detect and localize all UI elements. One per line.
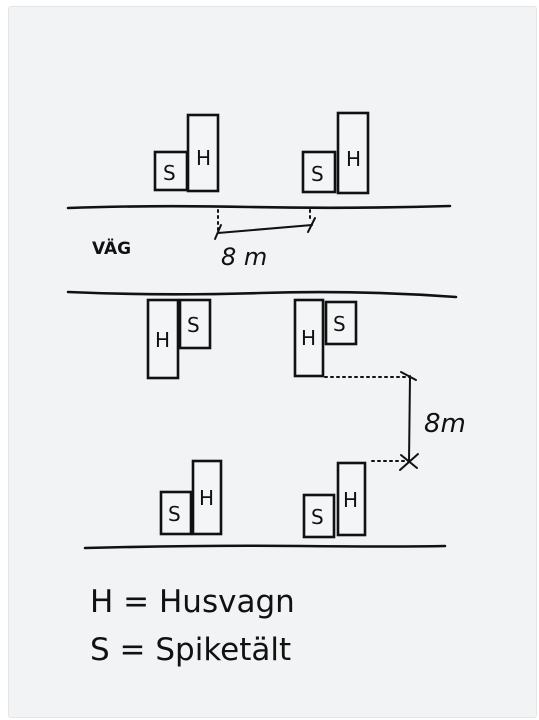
caravan-letter: H bbox=[196, 146, 211, 170]
unit-middle-right: H S bbox=[293, 298, 358, 378]
unit-top-right: S H bbox=[301, 111, 370, 195]
caravan-box bbox=[186, 113, 220, 193]
unit-middle-left: H S bbox=[146, 298, 212, 380]
tent-box bbox=[153, 150, 189, 192]
tent-box bbox=[178, 298, 212, 350]
caravan-letter: H bbox=[199, 486, 214, 510]
road-edge-top bbox=[66, 204, 452, 210]
tent-letter: S bbox=[333, 312, 346, 336]
unit-top-left: S H bbox=[153, 113, 220, 193]
caravan-box bbox=[336, 461, 367, 537]
paper-sheet bbox=[8, 6, 537, 718]
tent-box bbox=[159, 490, 193, 536]
caravan-box bbox=[191, 459, 223, 536]
unit-bottom-right: S H bbox=[302, 461, 367, 539]
caravan-box bbox=[293, 298, 325, 378]
distance-vertical-marker bbox=[324, 371, 419, 471]
road-label: VÄG bbox=[92, 237, 131, 259]
tent-box bbox=[301, 150, 337, 194]
tent-letter: S bbox=[187, 313, 200, 337]
caravan-box bbox=[146, 298, 180, 380]
distance-horizontal-label: 8 m bbox=[221, 243, 267, 271]
distance-horizontal-marker bbox=[214, 209, 316, 240]
tent-letter: S bbox=[311, 505, 324, 529]
caravan-letter: H bbox=[155, 328, 170, 352]
tent-letter: S bbox=[163, 161, 176, 185]
caravan-letter: H bbox=[301, 326, 316, 350]
distance-vertical-label: 8m bbox=[424, 409, 466, 439]
tent-box bbox=[324, 300, 358, 346]
tent-letter: S bbox=[168, 502, 181, 526]
tent-box bbox=[302, 493, 336, 539]
road-edge-lower bbox=[83, 544, 447, 550]
unit-bottom-left: S H bbox=[159, 459, 223, 536]
road-edge-bottom bbox=[66, 290, 458, 299]
legend-husvagn: H = Husvagn bbox=[90, 584, 295, 620]
caravan-letter: H bbox=[346, 147, 361, 171]
caravan-letter: H bbox=[343, 488, 358, 512]
caravan-box bbox=[336, 111, 370, 195]
legend-spiketalt: S = Spiketält bbox=[90, 632, 291, 668]
tent-letter: S bbox=[311, 162, 324, 186]
